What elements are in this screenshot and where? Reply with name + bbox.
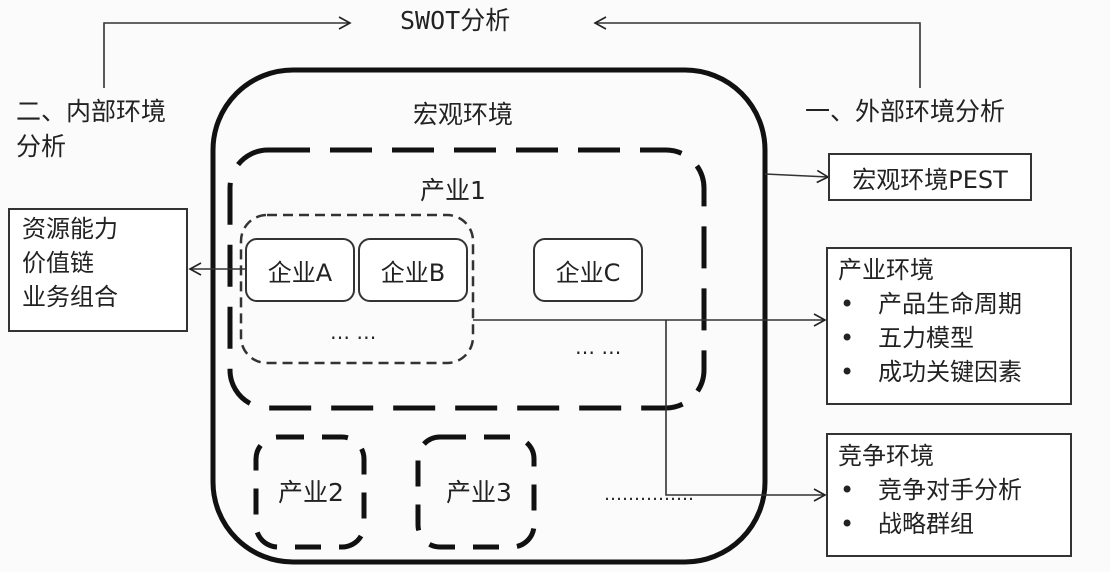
swot-title: SWOT分析 — [400, 6, 511, 35]
industry1-ellipsis: … … — [575, 335, 622, 359]
internal-item: 资源能力 — [22, 215, 118, 243]
industry1-label: 产业1 — [420, 176, 486, 205]
industry-env-item: •产品生命周期 — [838, 287, 1060, 321]
external-env-label: 一、外部环境分析 — [805, 97, 1006, 126]
internal-to-swot-arrow — [103, 16, 352, 88]
competition-env-item: •战略群组 — [838, 507, 1060, 541]
external-to-swot-arrow — [593, 16, 921, 88]
macro-env-frame — [210, 67, 768, 565]
to-competition-env-arrow — [665, 320, 827, 502]
industry-env-item: •成功关键因素 — [838, 355, 1060, 389]
bullet-icon: • — [840, 510, 855, 538]
competition-env-box: 竞争环境 •竞争对手分析 •战略群组 — [826, 433, 1072, 557]
bullet-icon: • — [840, 476, 855, 504]
enterprise-ellipsis: … … — [330, 320, 377, 344]
industry2-frame — [253, 434, 367, 550]
competition-env-item: •竞争对手分析 — [838, 473, 1060, 507]
competition-env-title: 竞争环境 — [838, 442, 934, 470]
enterprise-c: 企业C — [533, 238, 643, 302]
industry-env-item: •五力模型 — [838, 321, 1060, 355]
enterprise-a: 企业A — [245, 238, 355, 302]
to-pest-arrow — [764, 169, 830, 184]
industry2-label: 产业2 — [278, 478, 344, 507]
industry3-frame — [415, 434, 537, 550]
bullet-icon: • — [840, 290, 855, 318]
macro-env-label: 宏观环境 — [413, 100, 514, 129]
pest-box: 宏观环境PEST — [828, 153, 1032, 201]
industry-env-title: 产业环境 — [838, 256, 934, 284]
internal-env-label-line1: 二、内部环境 — [16, 97, 167, 126]
enterprise-b: 企业B — [358, 238, 468, 302]
pest-label: 宏观环境PEST — [852, 165, 1008, 194]
internal-item: 价值链 — [22, 249, 94, 277]
industry-env-box: 产业环境 •产品生命周期 •五力模型 •成功关键因素 — [826, 247, 1072, 405]
enterprise-group-frame — [239, 213, 475, 365]
industry1-frame — [227, 147, 707, 411]
internal-analysis-box: 资源能力 价值链 业务组合 — [8, 208, 188, 332]
industries-ellipsis: …………… — [604, 484, 694, 505]
bullet-icon: • — [840, 358, 855, 386]
internal-env-label-line2: 分析 — [16, 132, 67, 161]
bullet-icon: • — [840, 324, 855, 352]
industry3-label: 产业3 — [446, 478, 512, 507]
internal-item: 业务组合 — [22, 283, 118, 311]
